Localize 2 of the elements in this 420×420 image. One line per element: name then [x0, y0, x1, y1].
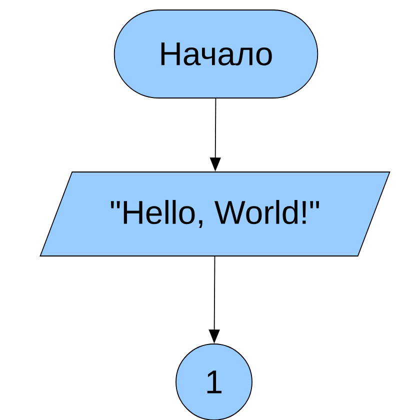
output-parallelogram: "Hello, World!": [40, 172, 390, 256]
start-terminal: Начало: [114, 10, 318, 98]
